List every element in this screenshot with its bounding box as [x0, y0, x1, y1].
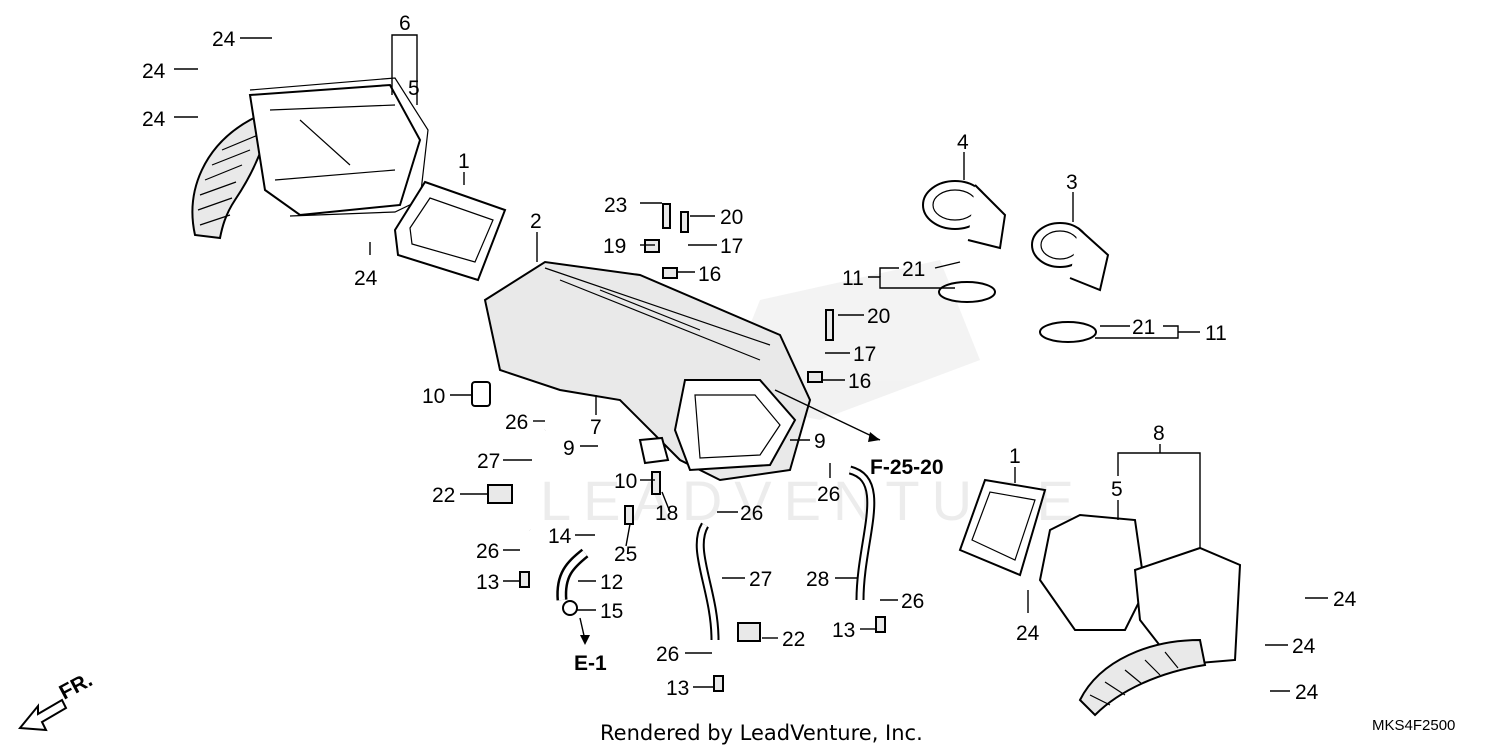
part-labels: 24 24 24 6 5 1 24 2 23 20 19 17 16 4 3 2…: [142, 12, 1357, 704]
hose-27-center-inner: [697, 523, 718, 641]
part-label: 24: [142, 60, 166, 83]
bolt-20-mid: [825, 309, 834, 341]
part-label: 13: [666, 677, 689, 700]
part-label: 1: [458, 150, 470, 173]
clamp-22-right: [737, 622, 761, 642]
air-duct-left: [191, 77, 429, 240]
funnel-4: [922, 180, 1007, 250]
part-label: 13: [832, 619, 855, 642]
air-filter-upper: [393, 180, 507, 282]
screw-18: [651, 471, 661, 495]
part-label: 17: [853, 343, 876, 366]
bolt-23: [662, 203, 671, 229]
part-label: 21: [902, 258, 925, 281]
part-label: 20: [867, 305, 890, 328]
part-label: 24: [1016, 622, 1040, 645]
part-label: 15: [600, 600, 623, 623]
clip-15: [562, 600, 578, 616]
part-label: 20: [720, 206, 743, 229]
front-direction-arrow: FR.: [18, 668, 97, 732]
part-label: 26: [740, 502, 763, 525]
part-label: 26: [817, 483, 840, 506]
tube-12-inner: [558, 550, 587, 601]
part-label: 11: [1205, 322, 1227, 345]
plug-10-left: [471, 381, 491, 407]
part-label: 27: [749, 568, 772, 591]
part-label: 5: [408, 77, 420, 100]
part-label: 11: [842, 267, 864, 290]
leader-lines: [174, 34, 1328, 692]
drain-plug-13-b: [713, 675, 724, 692]
part-label: 25: [614, 543, 637, 566]
part-label: 3: [1066, 171, 1078, 194]
part-label: 22: [782, 628, 805, 651]
drain-plug-13-a: [519, 571, 530, 588]
part-label: 26: [476, 540, 499, 563]
part-label: 16: [698, 263, 721, 286]
part-label: 10: [614, 470, 637, 493]
air-filter-lower: [958, 478, 1047, 577]
part-label: 27: [477, 450, 500, 473]
part-label: 12: [600, 571, 623, 594]
part-label: 23: [604, 194, 627, 217]
screw-25: [624, 505, 634, 525]
plate-10-center: [638, 436, 670, 465]
part-label: 14: [548, 525, 572, 548]
part-label: 16: [848, 370, 871, 393]
part-label: 2: [530, 210, 542, 233]
air-duct-right: [1078, 546, 1242, 717]
hose-27-left-inner: [526, 429, 548, 531]
clamp-22-left: [487, 484, 513, 504]
part-label: 24: [212, 28, 236, 51]
hose-28-inner: [849, 467, 874, 601]
part-label: 5: [1111, 478, 1123, 501]
part-label: 24: [354, 267, 378, 290]
part-label: 24: [142, 108, 166, 131]
part-label: 18: [655, 502, 678, 525]
part-label: 28: [806, 568, 829, 591]
clamp-band-upper: [938, 281, 996, 303]
funnel-3: [1031, 222, 1110, 292]
part-label: 6: [399, 12, 411, 35]
diagram-code: MKS4F2500: [1372, 717, 1455, 734]
drain-plug-13-c: [875, 616, 886, 633]
gasket-lower: [1038, 513, 1147, 631]
front-arrow-label: FR.: [56, 668, 97, 704]
ref-f-25-20[interactable]: F-25-20: [870, 456, 944, 479]
grommet-16: [662, 267, 678, 279]
part-label: 8: [1153, 422, 1165, 445]
part-label: 17: [720, 235, 743, 258]
part-label: 4: [957, 131, 969, 154]
clamp-band-lower: [1039, 321, 1097, 343]
part-label: 7: [590, 416, 602, 439]
part-label: 19: [603, 235, 626, 258]
part-label: 13: [476, 571, 499, 594]
part-label: 10: [422, 385, 445, 408]
grommet-19: [644, 239, 660, 253]
part-label: 9: [814, 430, 826, 453]
bolt-20-top: [680, 211, 689, 233]
ref-e-1[interactable]: E-1: [574, 652, 607, 675]
part-label: 24: [1333, 588, 1357, 611]
part-label: 22: [432, 484, 455, 507]
grommet-16-mid: [807, 371, 823, 383]
air-cleaner-housing: [483, 260, 812, 482]
footer-credit: Rendered by LeadVenture, Inc.: [600, 721, 923, 745]
part-label: 1: [1009, 445, 1021, 468]
part-label: 24: [1292, 635, 1316, 658]
part-label: 26: [656, 643, 679, 666]
part-label: 24: [1295, 681, 1319, 704]
part-label: 9: [563, 437, 575, 460]
part-label: 26: [505, 411, 528, 434]
part-label: 26: [901, 590, 924, 613]
part-label: 21: [1132, 316, 1155, 339]
